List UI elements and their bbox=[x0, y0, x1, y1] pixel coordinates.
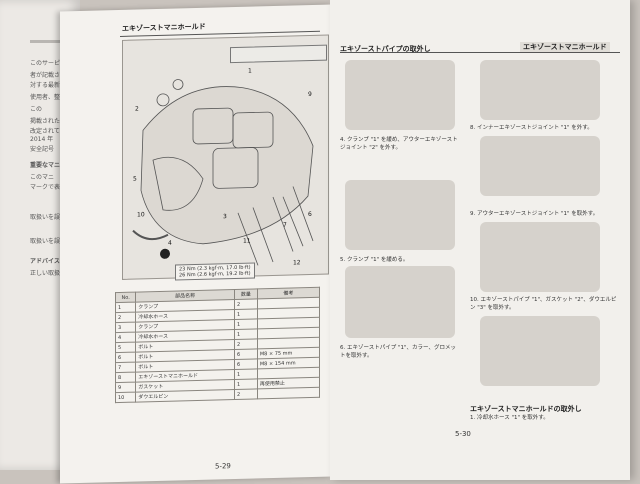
photo-step-5 bbox=[480, 136, 600, 196]
table-cell: 2 bbox=[234, 298, 258, 310]
table-cell: 6 bbox=[234, 348, 258, 360]
table-cell: 6 bbox=[234, 358, 258, 370]
table-cell: 1 bbox=[234, 328, 258, 340]
page-header: エキゾーストマニホールド bbox=[520, 42, 610, 52]
step-text: 10. エキゾーストパイプ "1"、ガスケット "2"、ダウエルピン "3" を… bbox=[470, 297, 617, 311]
text-line: 者が記載さ bbox=[30, 72, 61, 79]
note: 重要なマニ bbox=[30, 162, 61, 169]
table-cell: 7 bbox=[115, 362, 136, 373]
svg-text:7: 7 bbox=[283, 222, 287, 229]
text-line: 改定されて bbox=[30, 128, 60, 135]
table-cell: 10 bbox=[115, 392, 136, 403]
step-text: 8. インナーエキゾーストジョイント "1" を外す。 bbox=[470, 125, 593, 131]
table-cell: 1 bbox=[234, 368, 258, 380]
text-line: 掲載された bbox=[30, 118, 61, 125]
torque-label: 26 Nm (2.6 kgf·m, 19.2 lb·ft) bbox=[179, 270, 251, 279]
procedure-title: エキゾーストマニホールドの取外し bbox=[470, 405, 582, 413]
text-line: このサーピ bbox=[30, 60, 61, 67]
text-line: 対する最新 bbox=[30, 82, 61, 89]
svg-text:9: 9 bbox=[308, 91, 312, 98]
note: アドバイス bbox=[30, 258, 60, 265]
svg-text:11: 11 bbox=[243, 238, 251, 245]
step-text: 9. アウターエキゾーストジョイント "1" を取外す。 bbox=[470, 211, 599, 217]
table-cell: 1 bbox=[115, 302, 136, 313]
table-cell: 1 bbox=[234, 318, 258, 330]
step-text: 1. 冷却水ホース "1" を取外す。 bbox=[470, 415, 549, 421]
callout-box bbox=[230, 44, 327, 64]
note: 正しい取扱 bbox=[30, 270, 61, 277]
text-line: 安全記号 bbox=[30, 146, 55, 153]
text-line: 使用者、整 bbox=[30, 94, 61, 101]
col-header: No. bbox=[115, 292, 136, 303]
col-header: 数量 bbox=[234, 288, 258, 300]
table-cell: 1 bbox=[234, 378, 258, 390]
text-line: この bbox=[30, 106, 43, 113]
table-cell bbox=[257, 387, 320, 399]
svg-text:1: 1 bbox=[248, 68, 252, 75]
right-page: エキゾーストマニホールド エキゾーストパイプの取外し 4. クランプ "1" を… bbox=[330, 0, 630, 480]
table-cell: 2 bbox=[234, 388, 258, 400]
procedure-title: エキゾーストパイプの取外し bbox=[340, 45, 431, 53]
step-text: 5. クランプ "1" を緩める。 bbox=[340, 257, 409, 263]
text-line: 2014 年 bbox=[30, 136, 54, 143]
torque-box: 23 Nm (2.3 kgf·m, 17.0 lb·ft) 26 Nm (2.6… bbox=[175, 262, 255, 281]
photo-step-2 bbox=[345, 180, 455, 250]
svg-text:10: 10 bbox=[137, 211, 145, 218]
note: マークで表 bbox=[30, 184, 61, 191]
photo-step-6 bbox=[480, 222, 600, 292]
photo-step-3 bbox=[345, 266, 455, 338]
divider bbox=[30, 40, 70, 43]
svg-text:12: 12 bbox=[293, 259, 301, 266]
step-text: 6. エキゾーストパイプ "1"、カラー、グロメットを取外す。 bbox=[340, 345, 456, 359]
table-cell: 2 bbox=[115, 312, 136, 323]
svg-text:6: 6 bbox=[308, 211, 312, 218]
table-cell: ダウエルピン bbox=[135, 389, 235, 403]
table-cell: 9 bbox=[115, 382, 136, 393]
table-cell: 2 bbox=[234, 338, 258, 350]
table-cell: 6 bbox=[115, 352, 136, 363]
note: 取扱いを誤 bbox=[30, 214, 61, 221]
photo-step-1 bbox=[345, 60, 455, 130]
table-cell: 8 bbox=[115, 372, 136, 383]
note: このマニ bbox=[30, 174, 55, 181]
table-cell: 3 bbox=[115, 322, 136, 333]
svg-text:5: 5 bbox=[133, 176, 137, 183]
step-text: 4. クランプ "1" を緩め、アウターエキゾーストジョイント "2" を外す。 bbox=[340, 137, 458, 151]
photo-step-4 bbox=[480, 60, 600, 120]
svg-text:2: 2 bbox=[135, 105, 139, 112]
page-number: 5-29 bbox=[215, 462, 231, 471]
section-title: エキゾーストマニホールド bbox=[122, 22, 206, 33]
table-cell: 5 bbox=[115, 342, 136, 353]
note: 取扱いを誤 bbox=[30, 238, 61, 245]
divider bbox=[340, 52, 620, 53]
svg-text:4: 4 bbox=[168, 240, 172, 247]
page-number: 5-30 bbox=[455, 430, 471, 438]
svg-text:3: 3 bbox=[223, 213, 227, 220]
photo-step-7 bbox=[480, 316, 600, 386]
table-cell: 1 bbox=[234, 308, 258, 320]
table-cell: 4 bbox=[115, 332, 136, 343]
